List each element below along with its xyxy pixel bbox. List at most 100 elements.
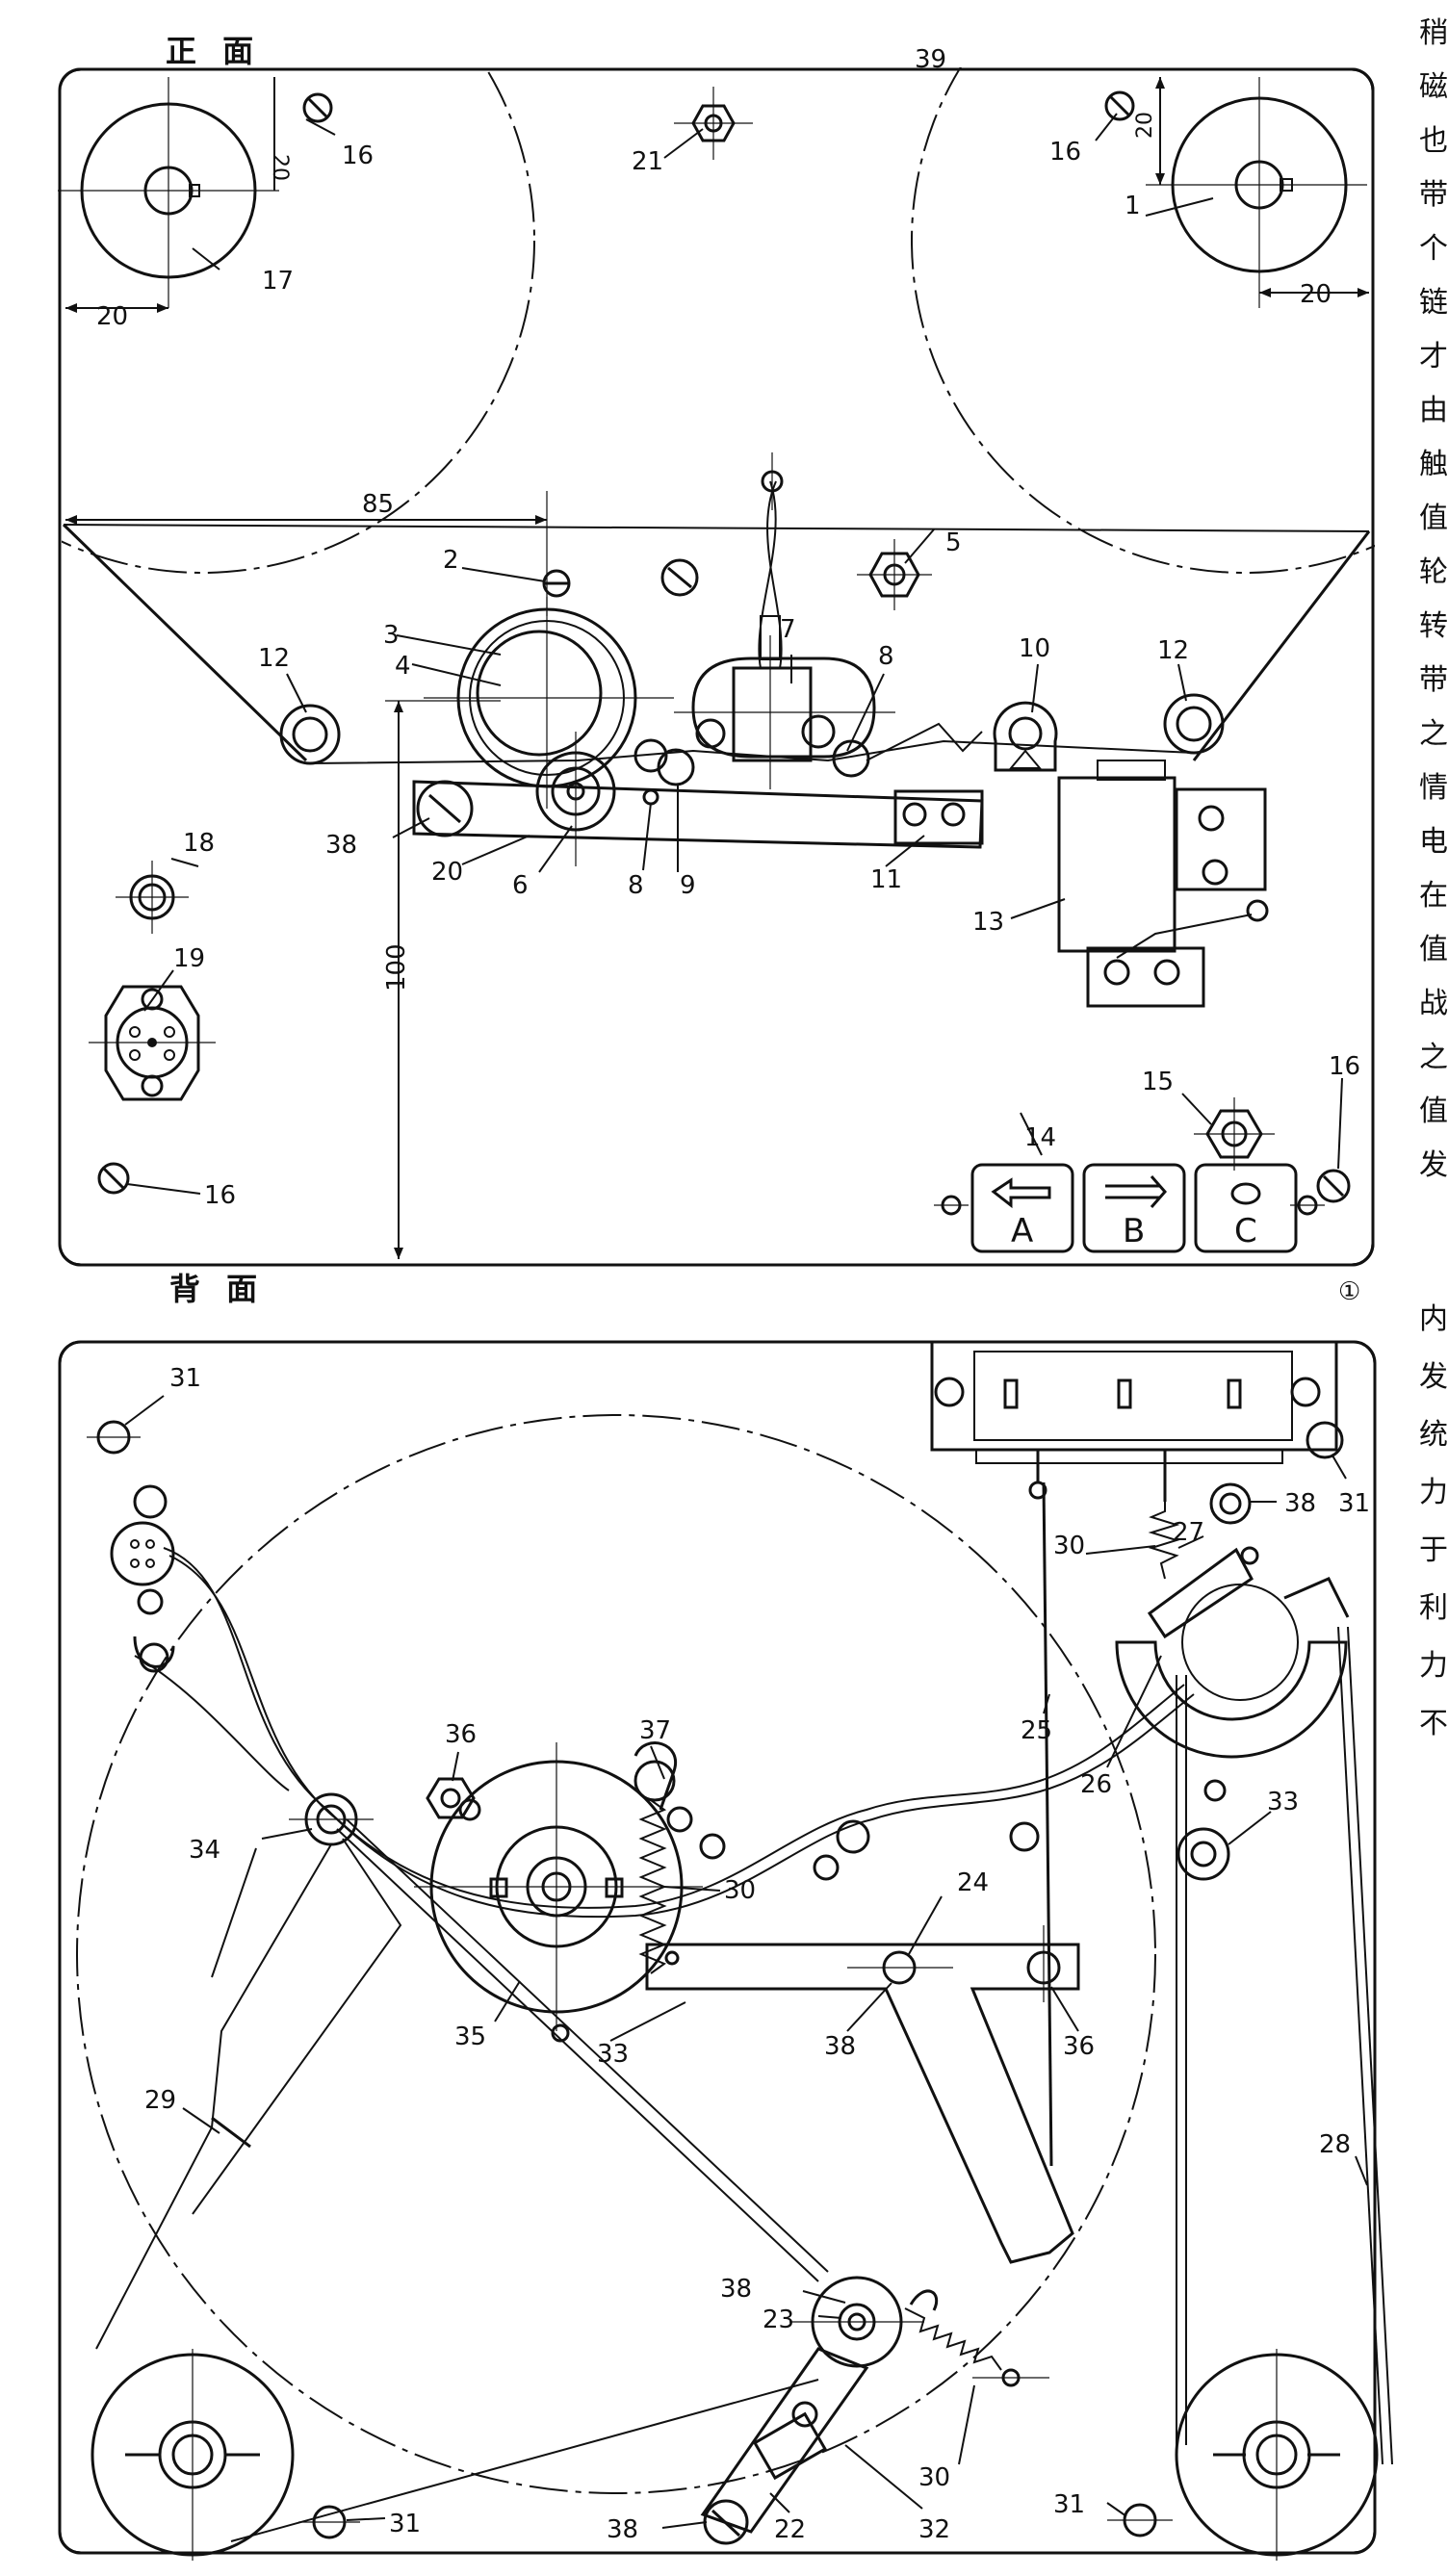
front-leader-lines: [126, 113, 1343, 1195]
side-text-char: 磁: [1419, 70, 1448, 104]
svg-text:100: 100: [382, 943, 411, 992]
side-text-char: 不: [1419, 1707, 1448, 1740]
svg-text:9: 9: [680, 871, 696, 900]
side-text-char: 力: [1419, 1649, 1448, 1683]
side-text-char: 利: [1419, 1591, 1448, 1625]
svg-text:23: 23: [763, 2306, 794, 2334]
svg-text:20: 20: [431, 858, 463, 887]
figure-number: ①: [1338, 1277, 1360, 1306]
side-text-char: 统: [1419, 1418, 1448, 1452]
svg-text:18: 18: [183, 829, 215, 858]
side-text-char: 转: [1419, 609, 1448, 643]
svg-text:B: B: [1123, 1212, 1145, 1250]
side-text-char: 触: [1419, 448, 1448, 481]
screw-16-bottom-right: [1316, 1169, 1351, 1203]
svg-text:38: 38: [607, 2515, 638, 2544]
svg-text:7: 7: [780, 615, 796, 644]
svg-text:85: 85: [362, 490, 394, 519]
side-text-char: 稍: [1419, 16, 1448, 50]
nut-21: [674, 87, 753, 160]
svg-text:32: 32: [918, 2515, 950, 2544]
left-turntable: [90, 2349, 295, 2561]
svg-text:2: 2: [443, 546, 459, 575]
svg-text:31: 31: [1338, 1489, 1370, 1518]
svg-text:38: 38: [720, 2275, 752, 2304]
svg-text:20: 20: [1133, 112, 1157, 139]
svg-text:14: 14: [1024, 1123, 1056, 1152]
tape-guide-10: [993, 701, 1058, 772]
side-text-char: 轮: [1419, 555, 1448, 589]
side-text-char: 带: [1419, 178, 1448, 212]
screw-16-top-right: [1104, 90, 1135, 121]
svg-text:16: 16: [204, 1181, 236, 1210]
side-text-char: 带: [1419, 663, 1448, 697]
erase-bracket-11: [866, 722, 984, 845]
drive-motor: [414, 1742, 703, 2043]
svg-text:3: 3: [383, 621, 400, 650]
svg-text:38: 38: [325, 831, 357, 860]
svg-text:1: 1: [1125, 192, 1141, 220]
right-tape-guide: [1163, 693, 1225, 755]
right-reel-envelope: [911, 0, 1448, 574]
svg-text:12: 12: [1157, 636, 1189, 665]
wire-harness: [163, 1547, 1185, 1909]
side-text-char: 情: [1419, 771, 1448, 805]
svg-text:12: 12: [258, 644, 290, 673]
svg-text:33: 33: [1267, 1788, 1299, 1816]
svg-text:8: 8: [628, 871, 644, 900]
svg-text:39: 39: [915, 45, 946, 74]
svg-text:11: 11: [870, 865, 902, 894]
svg-text:8: 8: [878, 642, 894, 671]
nut-36-top: [426, 1777, 476, 1819]
svg-text:5: 5: [945, 528, 962, 557]
svg-text:27: 27: [1173, 1518, 1204, 1547]
side-text-char: 之: [1419, 717, 1448, 751]
svg-text:36: 36: [1063, 2032, 1095, 2061]
svg-text:20: 20: [1300, 280, 1332, 309]
side-text-char: 才: [1419, 340, 1448, 374]
svg-text:34: 34: [189, 1836, 220, 1865]
svg-text:21: 21: [632, 147, 663, 176]
idler-arm-22: [700, 2276, 924, 2545]
svg-text:37: 37: [639, 1716, 671, 1745]
leaf-switch-block: [930, 1340, 1338, 1502]
side-text-char: 也: [1419, 124, 1448, 158]
key-a-rewind[interactable]: A: [970, 1163, 1074, 1253]
back-view: 背 面 ①: [0, 1271, 1448, 2576]
side-text-char: 值: [1419, 502, 1448, 535]
side-text-char: 力: [1419, 1476, 1448, 1509]
side-text-char: 内: [1419, 1302, 1448, 1336]
key-c-stop[interactable]: C: [1194, 1163, 1298, 1253]
front-panel-outline: [58, 67, 1375, 1267]
back-leader-lines: [124, 1395, 1368, 2529]
svg-text:38: 38: [1284, 1489, 1316, 1518]
svg-text:4: 4: [395, 652, 411, 681]
side-text-char: 电: [1419, 825, 1448, 859]
svg-text:35: 35: [454, 2022, 486, 2051]
screw-16-bottom-left: [97, 1162, 130, 1195]
svg-text:20: 20: [96, 302, 128, 331]
svg-text:26: 26: [1080, 1770, 1112, 1799]
left-tape-guide: [279, 704, 341, 765]
svg-text:25: 25: [1021, 1716, 1052, 1745]
capstan-flywheel: [476, 630, 603, 757]
pinch-roller-arm-20: [412, 732, 984, 866]
side-text-char: 发: [1419, 1360, 1448, 1394]
svg-text:38: 38: [824, 2032, 856, 2061]
svg-text:30: 30: [1053, 1532, 1085, 1560]
svg-text:36: 36: [445, 1720, 477, 1749]
svg-text:正 面: 正 面: [166, 33, 261, 69]
side-text-char: 由: [1419, 394, 1448, 427]
svg-text:16: 16: [342, 142, 374, 170]
key-b-fast-forward[interactable]: B: [1082, 1163, 1186, 1253]
svg-text:20: 20: [268, 154, 292, 181]
svg-text:31: 31: [169, 1364, 201, 1393]
screw-18: [116, 861, 189, 934]
svg-text:10: 10: [1019, 634, 1050, 663]
side-text-char: 在: [1419, 879, 1448, 913]
svg-text:16: 16: [1329, 1052, 1360, 1081]
svg-text:30: 30: [724, 1876, 756, 1905]
brake-lever-24: [645, 1925, 1080, 2264]
